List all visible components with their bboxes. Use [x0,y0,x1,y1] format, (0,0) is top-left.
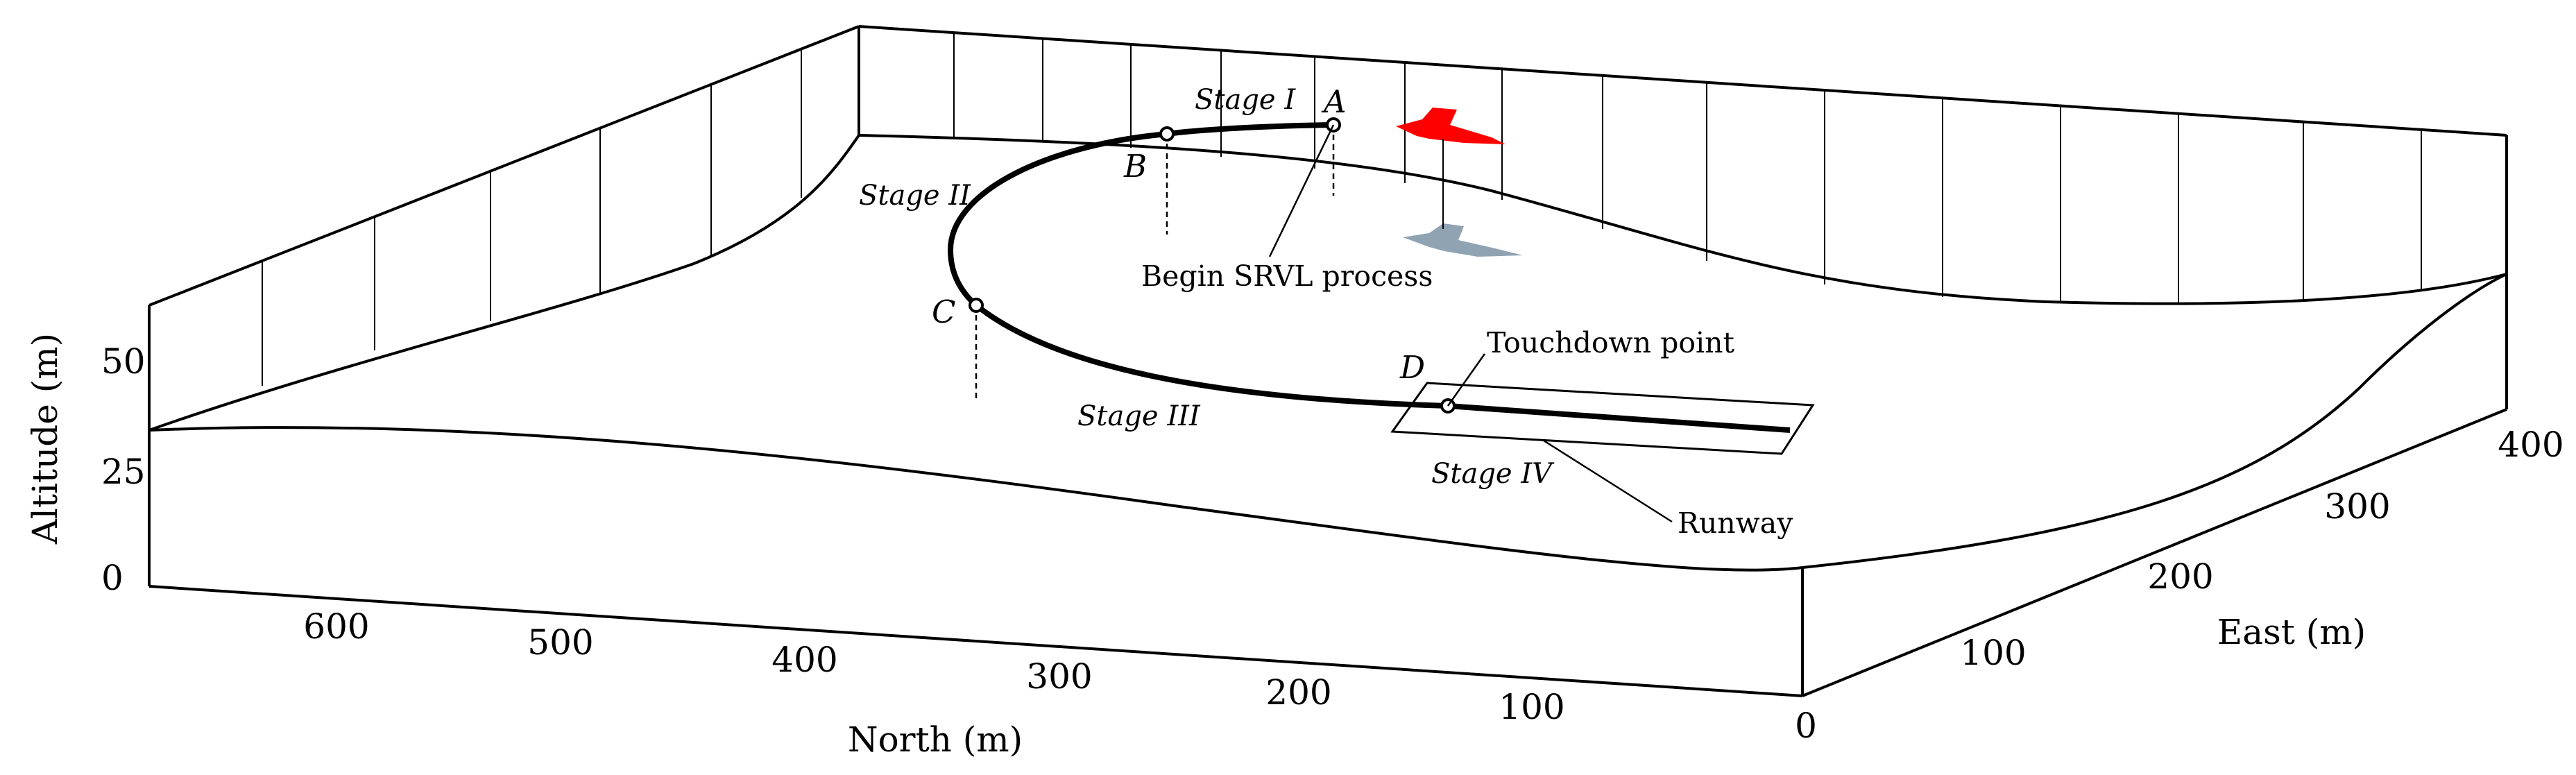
aircraft-icon [1396,108,1505,144]
back-wall-top-edge [858,25,2507,137]
stage-label-i: Stage I [1195,84,1296,116]
waypoint-c-marker [969,298,984,313]
east-ticks: 0 100 200 300 400 [1795,425,2564,746]
runway [1390,382,1815,455]
north-tick-200: 200 [1265,672,1331,713]
back-terrain-contour [858,134,2507,305]
annotation-runway: Runway [1678,506,1793,540]
east-tick-400: 400 [2498,425,2564,465]
stage-label-iv: Stage IV [1431,458,1555,490]
box-front-edge [148,585,1803,697]
terrain-box [148,25,2508,697]
east-tick-100: 100 [1960,633,2026,673]
altitude-ticks: 0 25 50 [101,341,146,598]
north-tick-500: 500 [527,622,593,663]
north-tick-400: 400 [771,640,837,680]
right-terrain-ridge [1802,273,2507,569]
north-tick-600: 600 [303,606,369,647]
point-label-c: C [932,293,955,330]
altitude-axis-label: Altitude (m) [25,333,65,545]
altitude-tick-0: 0 [101,558,123,598]
front-terrain-ridge [148,426,1803,572]
stage-label-ii: Stage II [859,180,971,212]
north-axis-label: North (m) [848,719,1023,760]
altitude-tick-25: 25 [101,452,146,492]
east-axis-label: East (m) [2217,612,2366,652]
altitude-tick-50: 50 [101,341,146,382]
annotation-begin-srvl: Begin SRVL process [1141,259,1433,293]
stage-label-iii: Stage III [1077,400,1201,432]
annotation-touchdown: Touchdown point [1487,326,1735,359]
point-label-d: D [1399,349,1425,386]
left-terrain-contour [148,134,860,432]
point-label-b: B [1123,148,1147,185]
left-wall-top-edge [148,25,860,307]
drop-lines [975,125,1335,402]
north-ticks: 600 500 400 300 200 100 [303,606,1564,727]
waypoint-b-marker [1159,126,1175,142]
aircraft-shadow-icon [1403,223,1523,257]
wall-grid [262,33,2422,386]
north-tick-100: 100 [1499,687,1564,727]
leader-lines [1268,124,1673,523]
trajectory-path [947,122,1791,433]
north-tick-300: 300 [1026,656,1092,697]
point-label-a: A [1321,83,1347,120]
east-tick-300: 300 [2324,486,2390,527]
east-tick-0: 0 [1795,706,1817,746]
east-tick-200: 200 [2147,556,2213,597]
box-right-bottom-edge [1802,408,2507,697]
